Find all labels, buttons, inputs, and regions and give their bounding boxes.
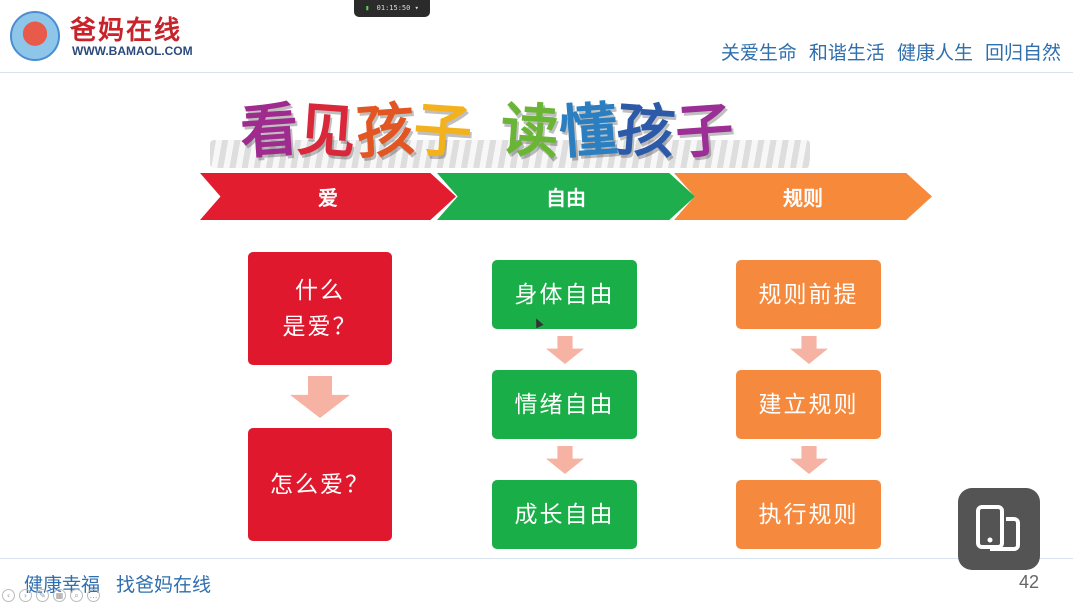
recording-timer[interactable]: ▮ 01:15:50 ▾ bbox=[354, 0, 430, 17]
love-box-what: 什么 是爱？ bbox=[248, 252, 392, 365]
love-box-how: 怎么爱？ bbox=[248, 428, 392, 541]
slide-title: 看见孩子 读懂孩子 bbox=[238, 84, 840, 174]
title-shadow bbox=[210, 140, 810, 168]
page-number: 42 bbox=[1018, 572, 1039, 592]
timer-value: 01:15:50 bbox=[376, 4, 411, 12]
down-arrow-icon bbox=[790, 336, 828, 364]
down-arrow-icon bbox=[546, 336, 584, 364]
title-char: 孩 bbox=[354, 95, 417, 167]
title-char: 看 bbox=[238, 95, 301, 167]
rules-box-premise: 规则前提 bbox=[736, 260, 881, 329]
title-char: 见 bbox=[295, 95, 358, 167]
header-slogan: 关爱生命 和谐生活 健康人生 回归自然 bbox=[720, 42, 1061, 64]
stage-freedom: 自由 bbox=[437, 173, 695, 220]
down-arrow-icon bbox=[290, 376, 350, 418]
logo-icon bbox=[10, 11, 60, 61]
freedom-box-growth: 成长自由 bbox=[492, 480, 637, 549]
next-slide-icon[interactable]: › bbox=[19, 589, 32, 602]
rules-box-execute: 执行规则 bbox=[736, 480, 881, 549]
more-icon[interactable]: … bbox=[87, 589, 100, 602]
stage-love-label: 爱 bbox=[318, 186, 338, 210]
rules-box-establish: 建立规则 bbox=[736, 370, 881, 439]
footer-divider bbox=[0, 558, 1073, 559]
phone-screen-button[interactable] bbox=[958, 488, 1040, 570]
logo-title: 爸妈在线 bbox=[70, 16, 183, 46]
signal-icon: ▮ bbox=[365, 4, 370, 12]
freedom-box-body: 身体自由 bbox=[492, 260, 637, 329]
title-char: 子 bbox=[673, 95, 736, 167]
title-char: 懂 bbox=[557, 95, 620, 167]
zoom-icon[interactable]: ⌕ bbox=[70, 589, 83, 602]
grid-icon[interactable]: ▦ bbox=[53, 589, 66, 602]
stage-love: 爱 bbox=[200, 173, 456, 220]
down-arrow-icon bbox=[546, 446, 584, 474]
title-char: 子 bbox=[411, 95, 475, 167]
logo-url: WWW.BAMAOL.COM bbox=[72, 44, 193, 58]
chevron-down-icon: ▾ bbox=[414, 4, 419, 12]
title-char: 读 bbox=[498, 95, 562, 167]
stage-rules-label: 规则 bbox=[783, 186, 823, 210]
down-arrow-icon bbox=[790, 446, 828, 474]
pen-icon[interactable]: ✎ bbox=[36, 589, 49, 602]
freedom-box-emotion: 情绪自由 bbox=[492, 370, 637, 439]
header-divider bbox=[0, 72, 1073, 73]
prev-slide-icon[interactable]: ‹ bbox=[2, 589, 15, 602]
presentation-toolbar: ‹ › ✎ ▦ ⌕ … bbox=[2, 589, 100, 602]
title-char: 孩 bbox=[614, 95, 678, 167]
stage-freedom-label: 自由 bbox=[546, 186, 586, 210]
stage-rules: 规则 bbox=[674, 173, 932, 220]
phone-screen-icon bbox=[976, 505, 1020, 551]
